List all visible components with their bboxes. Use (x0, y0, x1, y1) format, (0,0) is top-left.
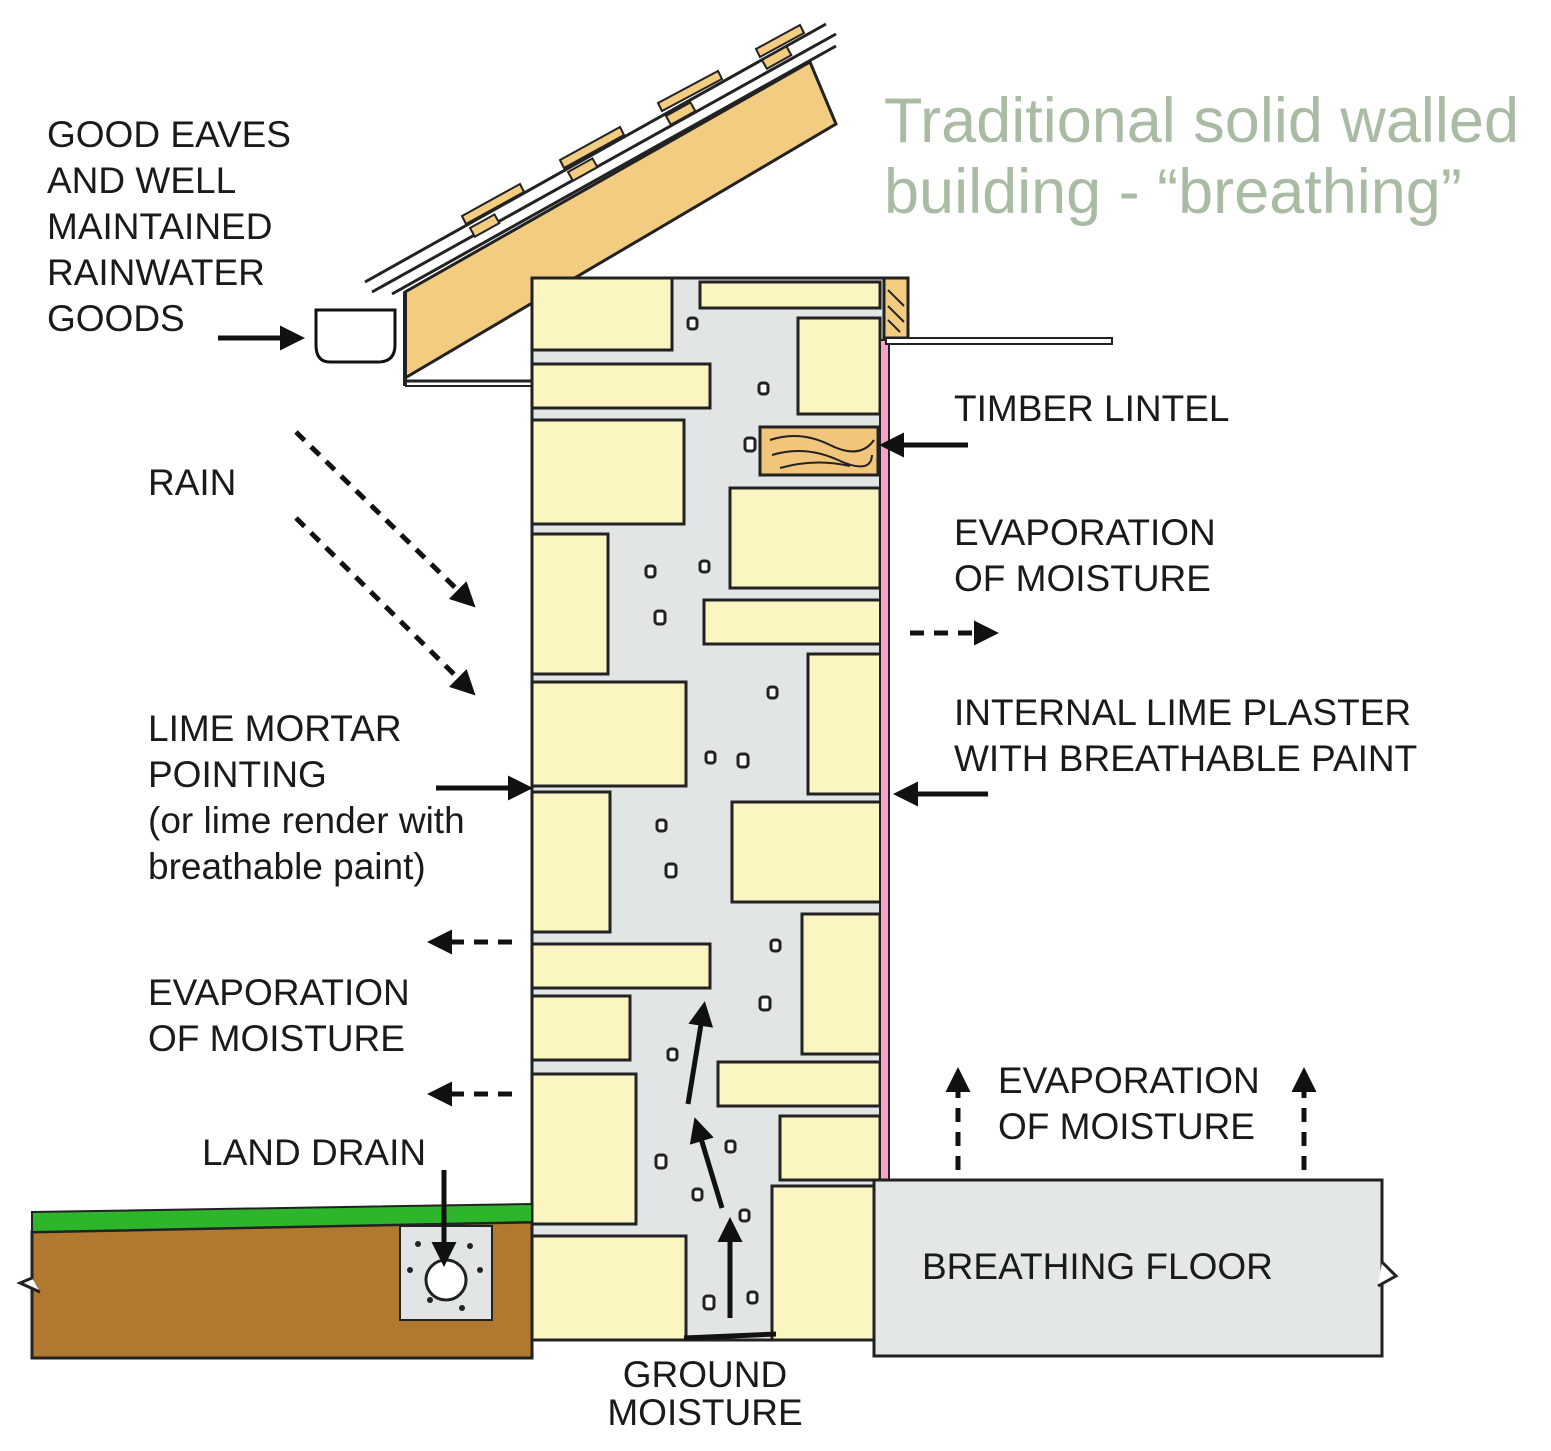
label-internal-plaster: INTERNAL LIME PLASTER WITH BREATHABLE PA… (954, 690, 1417, 782)
ground-moisture-base (683, 1331, 777, 1341)
label-evap-line: OF MOISTURE (998, 1106, 1255, 1147)
label-ground-moisture: GROUND MOISTURE (600, 1356, 810, 1432)
label-eaves-line: MAINTAINED (47, 206, 273, 247)
arrow-rain-1 (294, 430, 476, 608)
label-eaves: GOOD EAVES AND WELL MAINTAINED RAINWATER… (47, 112, 291, 342)
gutter (314, 308, 397, 364)
label-plaster-line: WITH BREATHABLE PAINT (954, 738, 1418, 779)
label-evap-line: EVAPORATION (998, 1060, 1260, 1101)
label-evaporation-floor: EVAPORATION OF MOISTURE (998, 1058, 1260, 1150)
label-timber-lintel: TIMBER LINTEL (954, 388, 1230, 429)
label-eaves-line: GOOD EAVES (47, 114, 291, 155)
arrows (218, 325, 1317, 1318)
label-mortar-line: (or lime render with (148, 800, 465, 841)
external-ground (16, 1202, 534, 1360)
label-plaster-line: INTERNAL LIME PLASTER (954, 692, 1412, 733)
label-eaves-line: RAINWATER (47, 252, 265, 293)
label-mortar-line: breathable paint) (148, 846, 426, 887)
label-rain: RAIN (148, 462, 237, 503)
label-mortar-line: POINTING (148, 754, 327, 795)
label-eaves-line: AND WELL (47, 160, 237, 201)
label-land-drain: LAND DRAIN (202, 1132, 427, 1173)
diagram-title: Traditional solid walled building - “bre… (884, 86, 1519, 228)
roof (364, 22, 838, 387)
label-evap-line: EVAPORATION (148, 972, 410, 1013)
label-eaves-line: GOODS (47, 298, 185, 339)
internal-plaster (879, 339, 890, 1181)
label-ground-line: MOISTURE (607, 1392, 803, 1433)
rubble-pebbles (644, 316, 782, 1311)
label-evap-line: OF MOISTURE (148, 1018, 405, 1059)
arrow-ground-moisture-2 (689, 1117, 725, 1209)
arrow-ground-moisture-3 (685, 1001, 714, 1105)
title-line-1: Traditional solid walled (884, 86, 1519, 156)
label-mortar: LIME MORTAR POINTING (or lime render wit… (148, 706, 465, 890)
label-evap-line: EVAPORATION (954, 512, 1216, 553)
label-evaporation-left: EVAPORATION OF MOISTURE (148, 970, 410, 1062)
breathing-floor (872, 1178, 1399, 1358)
title-line-2: building - “breathing” (884, 157, 1462, 227)
label-evap-line: OF MOISTURE (954, 558, 1211, 599)
label-mortar-line: LIME MORTAR (148, 708, 402, 749)
grass (31, 1202, 533, 1234)
timber-lintel (758, 425, 880, 477)
label-evaporation-right: EVAPORATION OF MOISTURE (954, 510, 1216, 602)
ceiling-joist (885, 337, 1113, 345)
label-breathing-floor: BREATHING FLOOR (922, 1246, 1273, 1287)
roof-slates (460, 23, 806, 239)
stones (530, 276, 886, 1342)
label-ground-line: GROUND (622, 1354, 788, 1395)
arrow-rain-2 (294, 516, 476, 696)
drain-pipe (424, 1258, 468, 1302)
